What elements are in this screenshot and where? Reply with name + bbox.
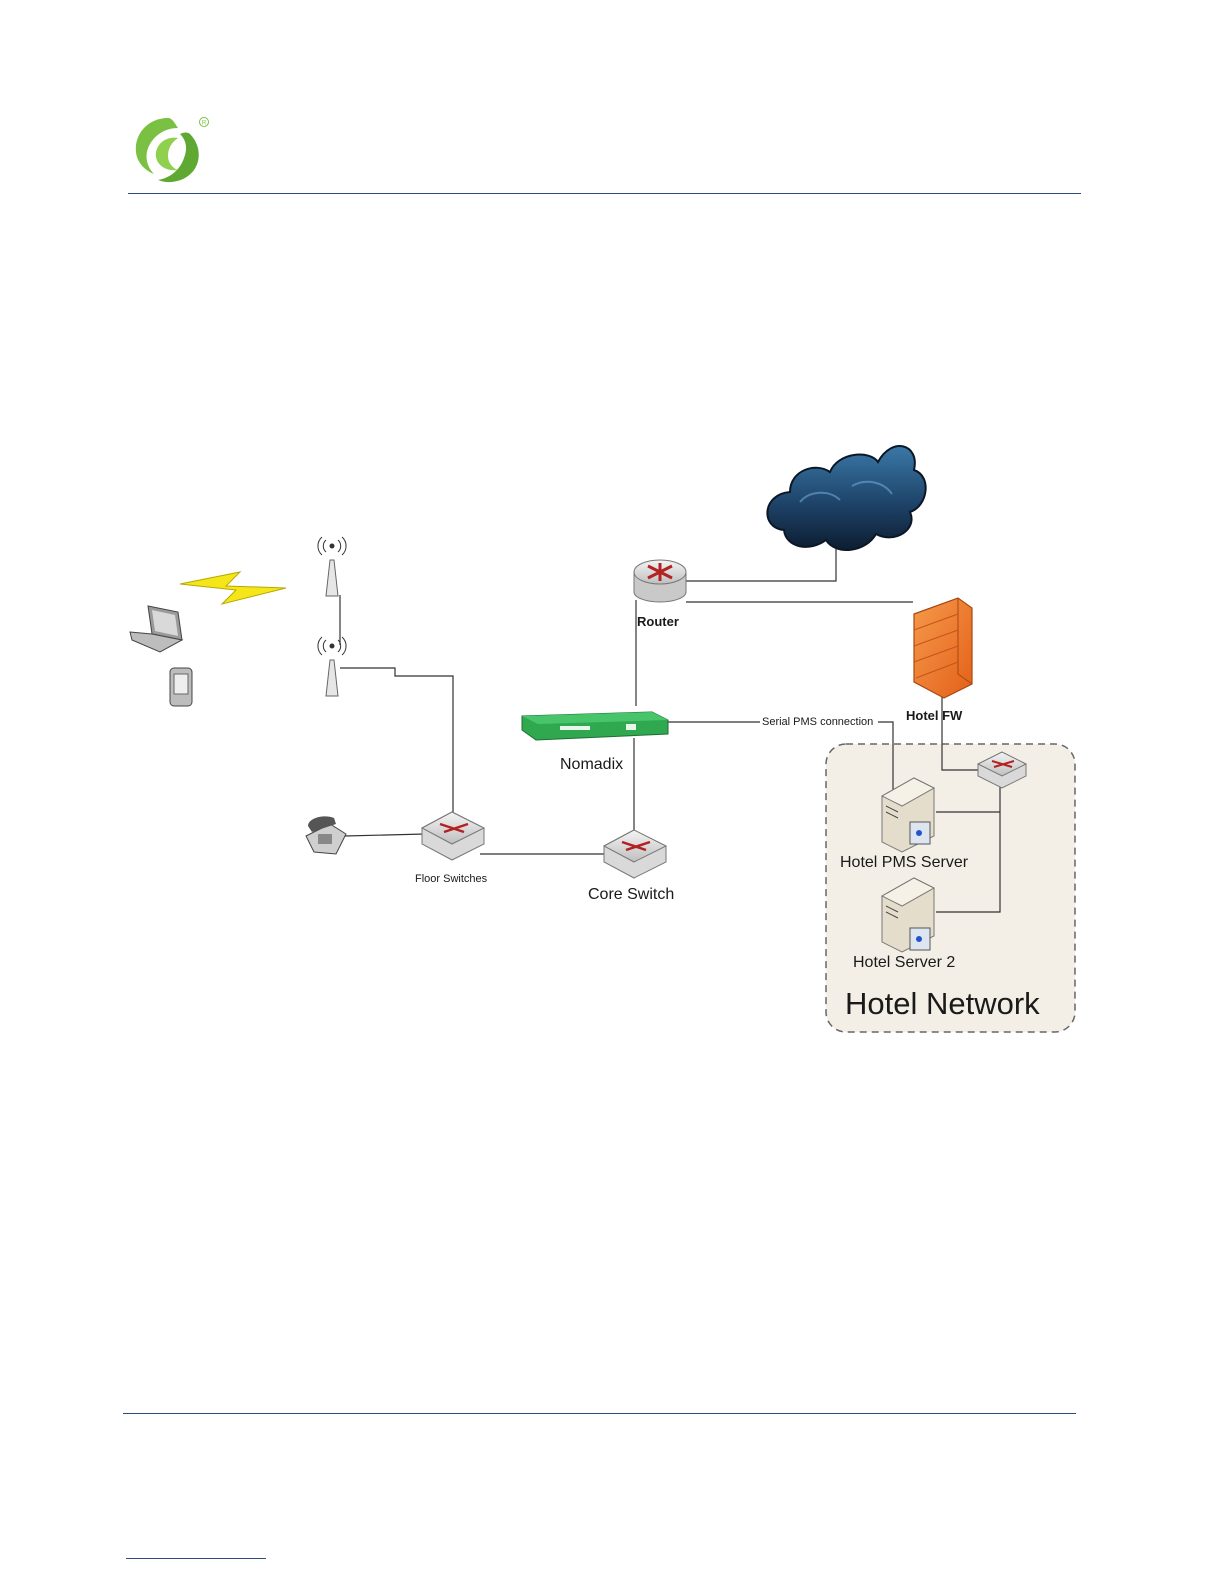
footer-rule <box>123 1413 1076 1414</box>
link-router-cloud <box>686 548 836 581</box>
network-switch-icon <box>422 812 484 860</box>
router-icon <box>634 560 686 602</box>
footnote-rule <box>126 1558 266 1559</box>
lightning-bolt-icon <box>180 572 286 604</box>
floor-switches-label: Floor Switches <box>415 873 487 885</box>
hotel-server-2-label: Hotel Server 2 <box>853 954 955 972</box>
wireless-access-point-icon <box>318 637 346 696</box>
core-switch-label: Core Switch <box>588 886 674 904</box>
telephone-icon <box>306 816 346 854</box>
hotel-fw-label: Hotel FW <box>906 708 962 723</box>
nomadix-label: Nomadix <box>560 756 623 774</box>
link-phone-floor <box>345 834 425 836</box>
serial-pms-label: Serial PMS connection <box>762 716 873 728</box>
hotel-pms-server-label: Hotel PMS Server <box>840 854 968 872</box>
link-ap-floor <box>340 668 453 812</box>
hotel-network-label: Hotel Network <box>845 986 1040 1022</box>
wireless-access-point-icon <box>318 537 346 596</box>
firewall-icon <box>914 598 972 698</box>
router-label: Router <box>637 614 679 629</box>
handheld-device-icon <box>170 668 192 706</box>
network-switch-icon <box>604 830 666 878</box>
laptop-icon <box>130 606 182 652</box>
internet-cloud-icon <box>767 446 925 550</box>
nomadix-gateway-icon <box>522 712 668 740</box>
